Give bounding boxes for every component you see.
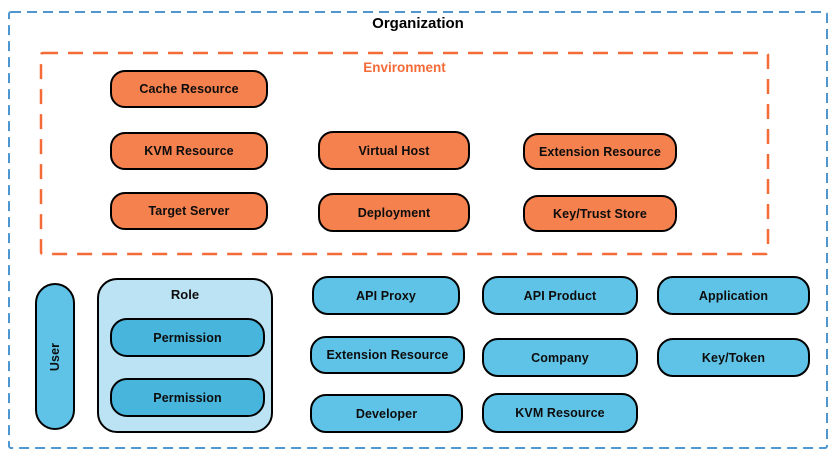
env-entity-deployment: Deployment	[318, 193, 470, 232]
org-entity-extension-resource: Extension Resource	[310, 336, 465, 374]
org-entity-role: Role Permission Permission	[97, 278, 273, 433]
env-entity-target-server: Target Server	[110, 192, 268, 230]
org-entity-api-product: API Product	[482, 276, 638, 315]
environment-boundary	[39, 51, 770, 256]
org-entity-kvm-resource: KVM Resource	[482, 393, 638, 433]
environment-label: Environment	[363, 60, 446, 75]
role-label: Role	[170, 287, 200, 302]
env-entity-kvm-resource: KVM Resource	[110, 132, 268, 170]
org-entity-application: Application	[657, 276, 810, 315]
user-label: User	[47, 342, 62, 371]
env-entity-virtual-host: Virtual Host	[318, 131, 470, 170]
org-entity-company: Company	[482, 338, 638, 377]
org-entity-api-proxy: API Proxy	[312, 276, 460, 315]
organization-boundary	[8, 11, 828, 449]
env-entity-key-trust-store: Key/Trust Store	[523, 195, 677, 232]
org-entity-developer: Developer	[310, 394, 463, 433]
org-entity-user: User	[35, 283, 75, 430]
role-permission-2: Permission	[110, 378, 265, 417]
organization-label: Organization	[372, 15, 464, 32]
org-entity-key-token: Key/Token	[657, 338, 810, 377]
role-permission-1: Permission	[110, 318, 265, 357]
env-entity-extension-resource: Extension Resource	[523, 133, 677, 170]
env-entity-cache-resource: Cache Resource	[110, 70, 268, 108]
